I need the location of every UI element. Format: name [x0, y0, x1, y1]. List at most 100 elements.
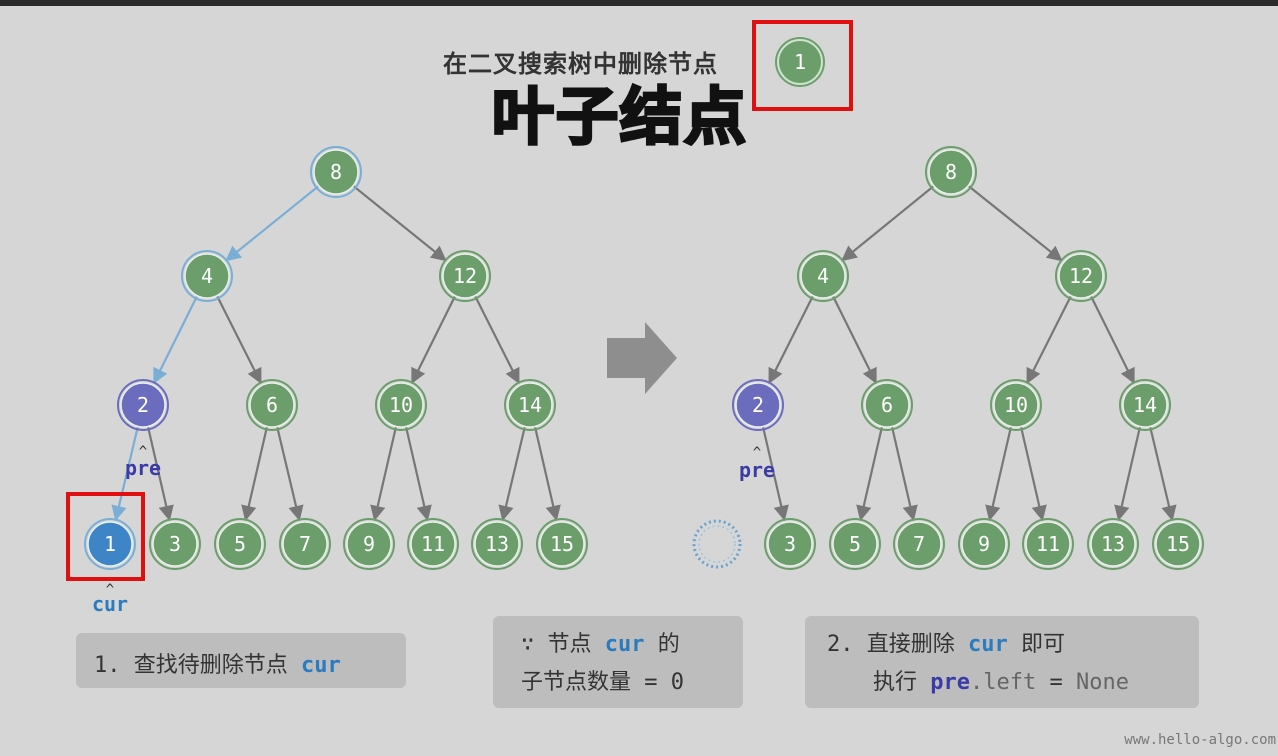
left-node-14: 14 — [504, 379, 556, 431]
right-edge-14-15 — [1149, 427, 1177, 522]
right-edge-8-4 — [841, 185, 934, 262]
left-edge-2-1 — [111, 427, 139, 522]
caption-step2-pre: pre — [930, 670, 971, 695]
left-node-7-label: 7 — [299, 532, 311, 556]
right-node-12: 12 — [1055, 250, 1107, 302]
leaf-node-label: 叶子结点 — [490, 80, 749, 153]
left-node-6-label: 6 — [266, 393, 278, 417]
right-node-14-label: 14 — [1133, 393, 1157, 417]
caption-reason-keyword: cur — [604, 632, 645, 657]
right-node-5-label: 5 — [849, 532, 861, 556]
right-edge-12-14 — [1090, 296, 1135, 384]
left-node-11-label: 11 — [421, 532, 445, 556]
left-node-7: 7 — [279, 518, 331, 570]
removed-node-placeholder-inner — [698, 525, 736, 563]
left-edge-12-10 — [411, 296, 456, 384]
left-edge-10-11 — [405, 427, 432, 522]
right-arrow-icon — [607, 322, 677, 394]
diagram-title: 在二叉搜索树中删除节点 — [443, 50, 718, 78]
right-node-11-label: 11 — [1036, 532, 1060, 556]
top-bar — [0, 0, 1278, 6]
caption-step2-left: .left — [970, 670, 1037, 695]
left-edge-6-7 — [276, 427, 304, 522]
right-node-8: 8 — [925, 146, 977, 198]
caption-step2-line2: 执行 pre.left = None — [827, 664, 1199, 702]
right-node-14: 14 — [1119, 379, 1171, 431]
caption-step2-line1: 2. 直接删除 cur 即可 — [827, 626, 1199, 664]
caption-step1-keyword: cur — [301, 653, 341, 678]
right-node-4-label: 4 — [817, 264, 829, 288]
caption-reason-line2: 子节点数量 = 0 — [521, 670, 684, 695]
left-node-12: 12 — [439, 250, 491, 302]
left-edge-4-6 — [216, 296, 262, 385]
caption-step2: 2. 直接删除 cur 即可 执行 pre.left = None — [805, 616, 1199, 708]
right-node-15: 15 — [1152, 518, 1204, 570]
left-node-15-label: 15 — [550, 532, 574, 556]
left-edge-6-5 — [241, 427, 268, 522]
right-edge-10-11 — [1020, 427, 1047, 522]
right-node-6: 6 — [861, 379, 913, 431]
left-node-12-label: 12 — [453, 264, 477, 288]
right-node-10-label: 10 — [1004, 393, 1028, 417]
right-node-5: 5 — [829, 518, 881, 570]
left-node-5: 5 — [214, 518, 266, 570]
right-node-7-label: 7 — [913, 532, 925, 556]
left-node-5-label: 5 — [234, 532, 246, 556]
cur-arrow-mark: ^ — [106, 582, 114, 598]
right-node-8-label: 8 — [945, 160, 957, 184]
target-node-badge: 1 — [777, 39, 823, 85]
left-edge-14-15 — [534, 427, 561, 522]
right-edge-10-9 — [985, 427, 1012, 522]
left-node-2-label: 2 — [137, 393, 149, 417]
right-node-13: 13 — [1087, 518, 1139, 570]
caption-step2-exec: 执行 — [873, 670, 918, 695]
pre-pointer-label-right: pre — [739, 458, 775, 482]
caption-reason-line1: ∵ 节点 cur 的 — [521, 626, 743, 664]
caption-step2-eq: = — [1049, 670, 1063, 695]
right-node-4: 4 — [797, 250, 849, 302]
left-edge-8-12 — [353, 185, 447, 262]
left-node-1: 1 — [84, 518, 136, 570]
left-edge-14-13 — [498, 427, 526, 522]
left-node-10: 10 — [375, 379, 427, 431]
right-node-6-label: 6 — [881, 393, 893, 417]
right-node-10: 10 — [990, 379, 1042, 431]
removed-node-placeholder — [692, 519, 742, 569]
right-node-3: 3 — [764, 518, 816, 570]
right-node-2-label: 2 — [752, 393, 764, 417]
left-node-15: 15 — [536, 518, 588, 570]
left-edge-8-4 — [225, 185, 319, 262]
right-edge-2-3 — [762, 427, 789, 522]
pre-arrow-mark-right: ^ — [753, 445, 761, 461]
right-edge-4-2 — [768, 296, 814, 385]
right-edge-12-10 — [1026, 296, 1072, 385]
left-node-13: 13 — [471, 518, 523, 570]
left-node-4-label: 4 — [201, 264, 213, 288]
cur-node-highlight-box — [66, 492, 145, 581]
cur-pointer-label: cur — [92, 592, 128, 616]
left-node-4: 4 — [181, 250, 233, 302]
caption-step2-keyword: cur — [968, 632, 1008, 657]
right-edge-4-6 — [832, 296, 877, 384]
left-node-9: 9 — [343, 518, 395, 570]
left-tree-edges — [111, 185, 561, 522]
left-edge-10-9 — [370, 427, 397, 522]
left-edge-4-2 — [153, 296, 198, 384]
left-edge-12-14 — [474, 296, 520, 385]
caption-step1-text: 1. 查找待删除节点 — [94, 653, 288, 678]
caption-reason-prefix: ∵ 节点 — [521, 632, 592, 657]
right-edge-8-12 — [968, 185, 1063, 262]
left-node-9-label: 9 — [363, 532, 375, 556]
target-node-highlight-box — [752, 20, 853, 111]
left-node-3: 3 — [149, 518, 201, 570]
caption-step1: 1. 查找待删除节点 cur — [76, 633, 406, 688]
pre-arrow-mark: ^ — [139, 444, 147, 460]
left-node-13-label: 13 — [485, 532, 509, 556]
watermark: www.hello-algo.com — [1124, 732, 1276, 748]
right-edge-6-5 — [856, 427, 883, 522]
caption-step2-none: None — [1076, 670, 1129, 695]
